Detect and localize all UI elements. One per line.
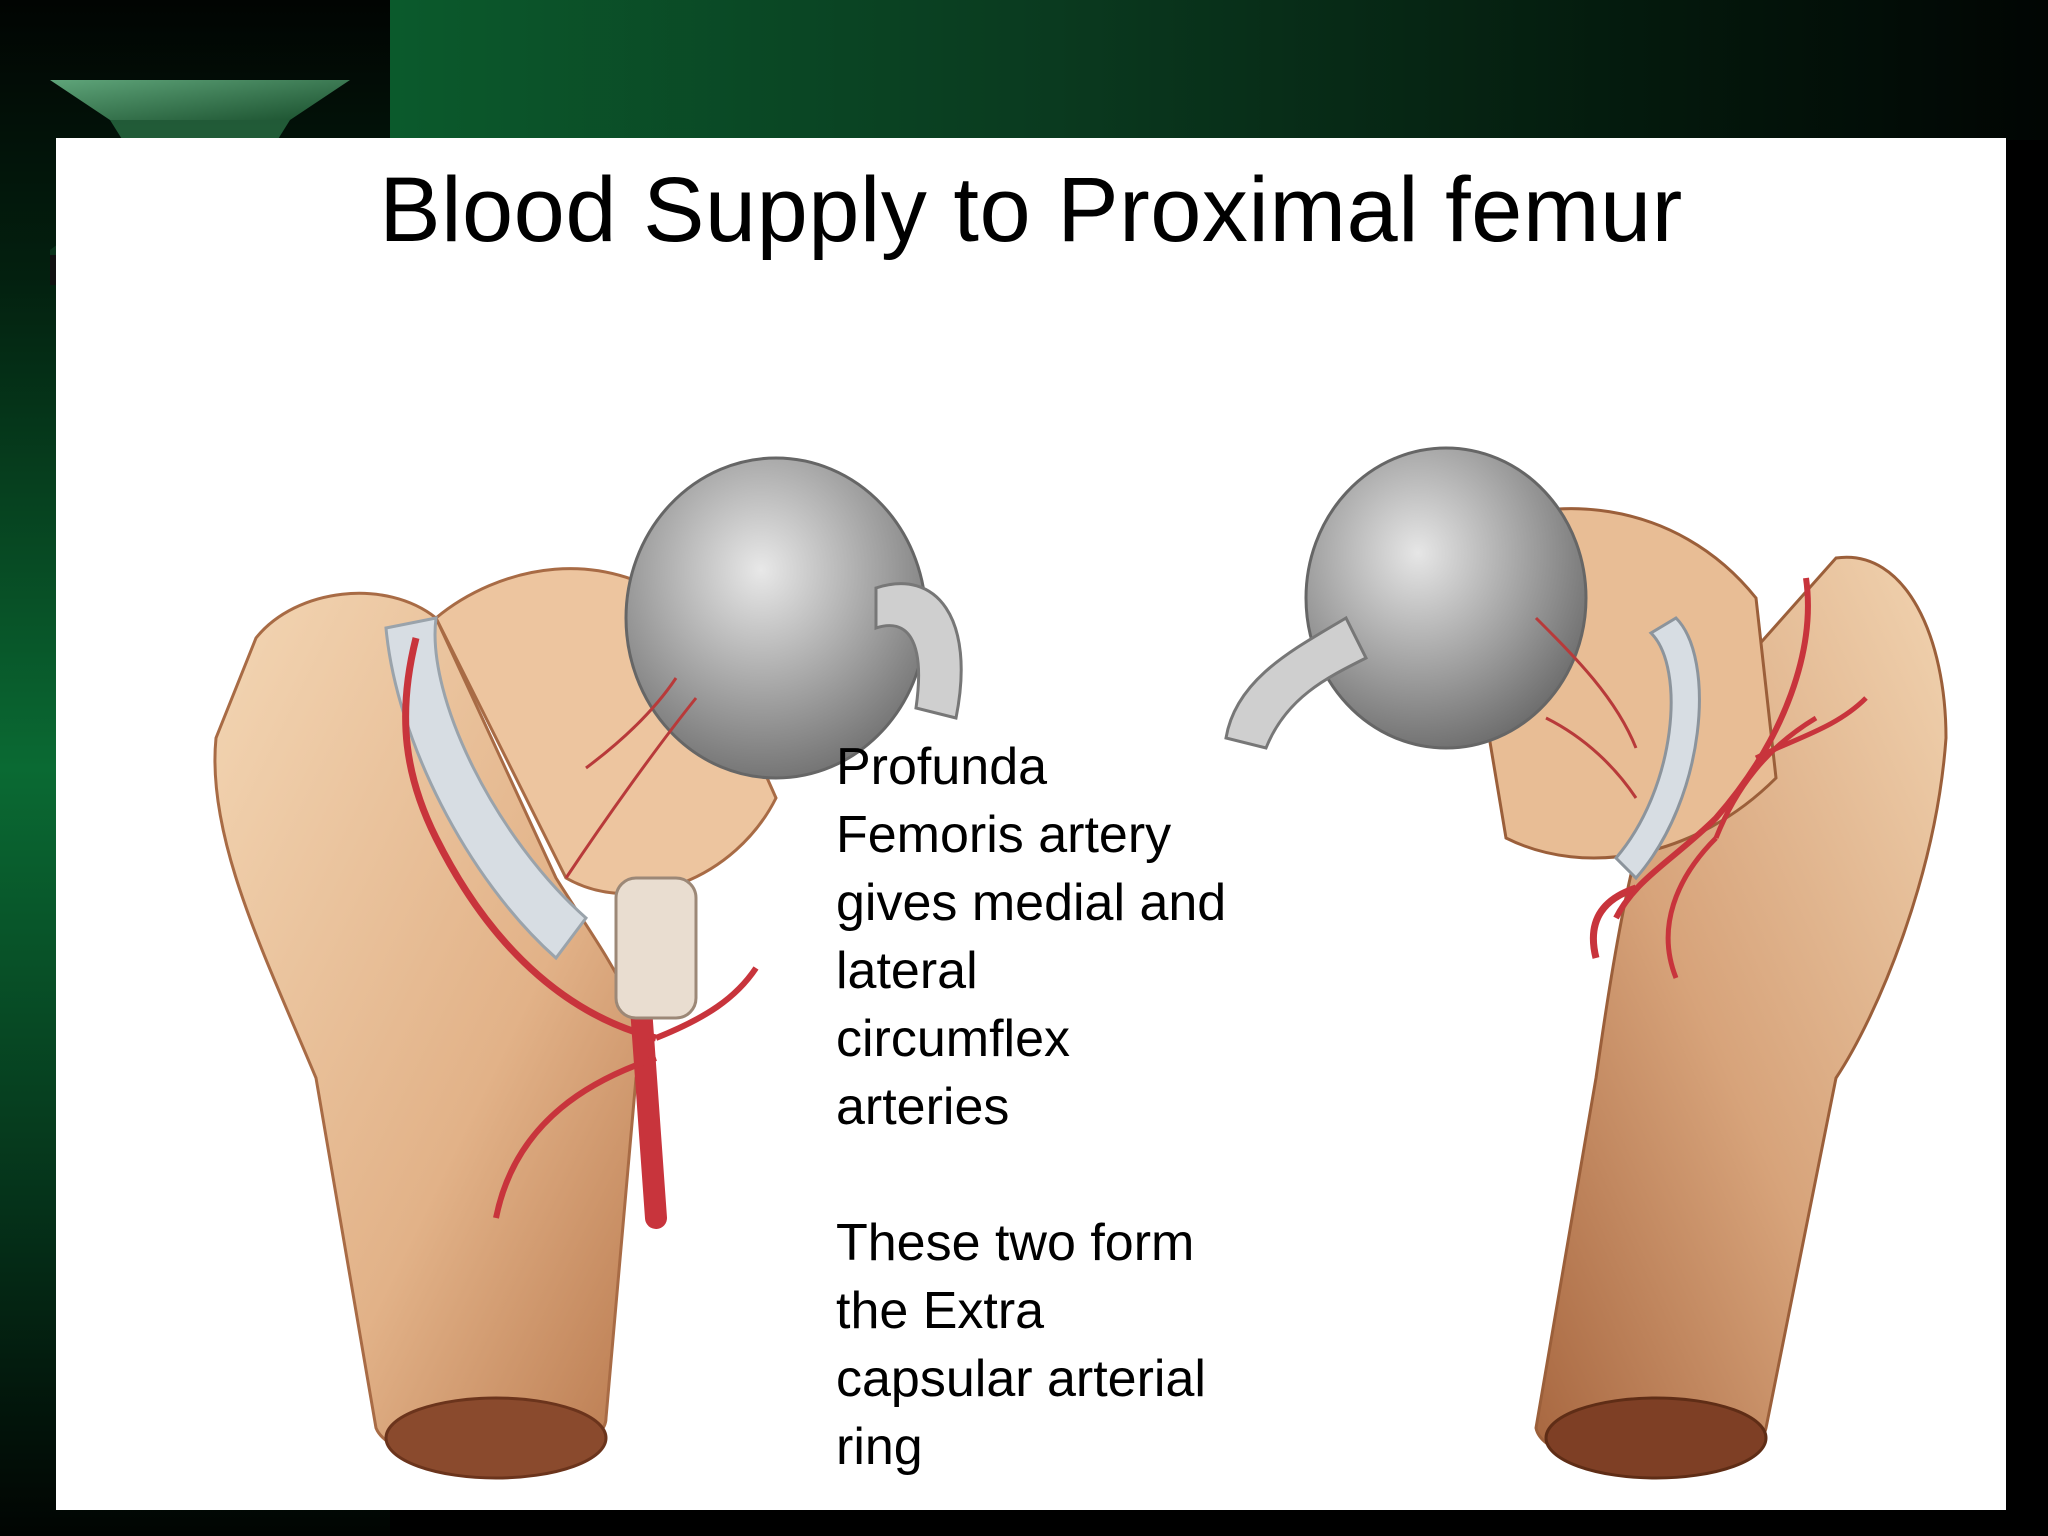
caption-text: Profunda Femoris artery gives medial and… bbox=[836, 733, 1356, 1481]
caption-line: Profunda bbox=[836, 738, 1048, 796]
content-panel: Blood Supply to Proximal femur bbox=[56, 138, 2006, 1510]
caption-line: lateral bbox=[836, 942, 978, 1000]
caption-line: ring bbox=[836, 1418, 923, 1476]
caption-line: circumflex bbox=[836, 1010, 1071, 1068]
paragraph-gap bbox=[836, 1141, 1356, 1209]
caption-line: These two form bbox=[836, 1214, 1195, 1272]
femur-anterior-illustration bbox=[213, 456, 963, 1480]
femur-posterior-illustration bbox=[1224, 446, 1948, 1480]
caption-line: arteries bbox=[836, 1078, 1010, 1136]
caption-line: gives medial and bbox=[836, 874, 1227, 932]
slide-title: Blood Supply to Proximal femur bbox=[379, 159, 1683, 261]
caption-line: Femoris artery bbox=[836, 806, 1172, 864]
background-top-band bbox=[390, 0, 2048, 140]
caption-line: capsular arterial bbox=[836, 1350, 1206, 1408]
caption-line: the Extra bbox=[836, 1282, 1045, 1340]
